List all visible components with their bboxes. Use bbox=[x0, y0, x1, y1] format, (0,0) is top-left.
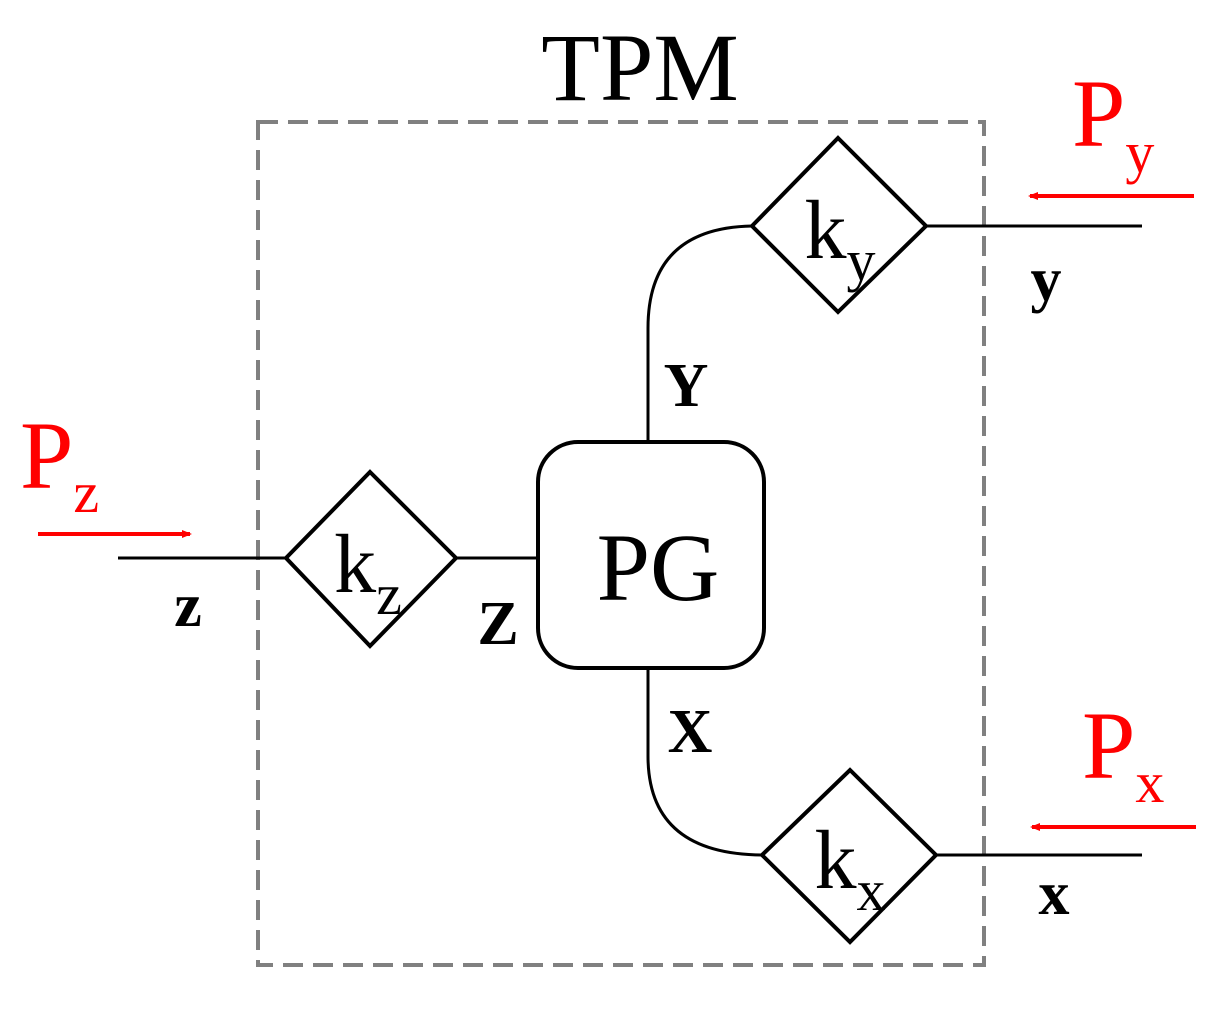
pz-label: Pz bbox=[20, 402, 99, 525]
x-inner-label: X bbox=[668, 698, 713, 766]
x-outer-label: x bbox=[1039, 860, 1070, 928]
px-label: Px bbox=[1082, 692, 1164, 815]
diagram-title: TPM bbox=[541, 14, 738, 121]
ky-gain-diamond bbox=[749, 135, 929, 315]
pg-block bbox=[536, 440, 766, 670]
tpm-boundary bbox=[256, 120, 986, 967]
kx-label: kx bbox=[815, 814, 886, 923]
z-inner-label: Z bbox=[477, 590, 518, 658]
y-inner-label: Y bbox=[664, 352, 709, 420]
kz-label: kz bbox=[334, 518, 402, 627]
ky-label: ky bbox=[805, 184, 876, 293]
pg-label: PG bbox=[597, 514, 720, 621]
py-label: Py bbox=[1072, 60, 1154, 185]
z-outer-label: z bbox=[174, 572, 202, 640]
x-connection-line bbox=[646, 668, 763, 857]
kz-gain-diamond bbox=[283, 469, 459, 649]
kx-gain-diamond bbox=[759, 767, 939, 945]
y-outer-label: y bbox=[1031, 246, 1062, 314]
y-connection-line bbox=[646, 224, 753, 442]
